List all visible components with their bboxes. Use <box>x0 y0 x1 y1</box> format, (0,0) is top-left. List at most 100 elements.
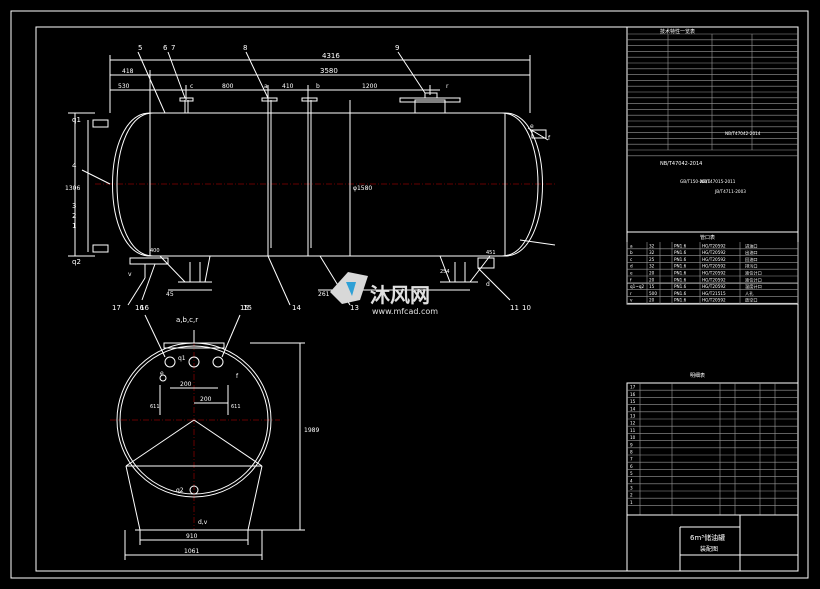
part-number: 13 <box>630 414 636 419</box>
label-a: a <box>264 83 268 90</box>
dim-611-b: 611 <box>231 404 241 410</box>
label-10: 10 <box>522 304 531 312</box>
nozzle-cell: 32 <box>649 264 655 269</box>
nozzle-cell: 温度计口 <box>745 283 762 290</box>
label-6: 6 <box>163 44 168 52</box>
tech-row-standard-4: JB/T4711-2003 <box>714 189 746 194</box>
part-number: 10 <box>630 435 636 440</box>
label-c: c <box>190 83 193 90</box>
part-number: 12 <box>630 421 636 426</box>
left-head <box>112 112 151 257</box>
tech-row-standard-3: NB/T47015-2011 <box>700 179 736 184</box>
nozzle-cell: r <box>630 291 632 296</box>
end-view: a,b,c,r q1 e f q2 d,v 200 200 611 611 91… <box>110 304 319 560</box>
nozzle-cell: f <box>630 277 632 282</box>
nozzle-cell: 32 <box>649 243 655 248</box>
drawing-subtitle: 装配图 <box>700 545 718 553</box>
label-2: 2 <box>72 212 76 220</box>
label-end-dv: d,v <box>198 519 208 526</box>
label-end-e: e <box>160 370 164 377</box>
nozzle-cell: 放空口 <box>745 297 758 304</box>
label-end-15: 15 <box>240 304 249 312</box>
tech-row-standard-1: NB/T47042-2014 <box>660 161 702 167</box>
label-15: 15 <box>243 304 252 312</box>
nozzle-cell: 人孔 <box>745 290 754 297</box>
nozzle-cell: PN1.6 <box>674 264 687 269</box>
watermark-brand: 沐风网 <box>370 283 430 307</box>
label-end-f: f <box>236 373 239 380</box>
dim-diameter: φ1580 <box>353 185 372 192</box>
dim-1306: 1306 <box>65 185 80 192</box>
label-9: 9 <box>395 44 399 52</box>
manhole <box>414 99 446 114</box>
dim-261: 261 <box>318 291 330 298</box>
dim-overall-length: 4316 <box>322 52 340 60</box>
nozzle-cell: d <box>630 264 633 269</box>
nozzle-cell: c <box>630 257 633 262</box>
dim-400: 400 <box>150 248 160 254</box>
label-end-q2: q2 <box>176 487 184 494</box>
nozzle-cell: PN1.6 <box>674 277 687 282</box>
nozzle-cell: 15 <box>649 284 655 289</box>
nozzle-table-title: 管口表 <box>700 234 715 241</box>
part-number: 16 <box>630 392 636 397</box>
nozzle-cell: HG/T21515 <box>702 291 726 296</box>
label-7: 7 <box>171 44 175 52</box>
tech-row-standard-2: GB/T150-2011 <box>680 179 711 184</box>
nozzle-cell: 25 <box>649 257 655 262</box>
label-d: d <box>486 281 490 288</box>
nozzle-cell: 500 <box>649 291 657 296</box>
right-head <box>504 112 543 257</box>
nozzle-cell: HG/T20592 <box>702 298 726 303</box>
outer-frame <box>10 10 809 579</box>
nozzle-cell: e <box>630 271 633 276</box>
dim-200-a: 200 <box>180 381 192 388</box>
part-number: 17 <box>630 385 636 390</box>
part-number: 7 <box>630 457 633 462</box>
tech-row-standard-5: NB/T47042-2014 <box>725 131 761 136</box>
nozzle-cell: 排污口 <box>745 263 758 270</box>
dim-1200: 1200 <box>362 83 377 90</box>
nozzle-cell: HG/T20592 <box>702 271 726 276</box>
label-14: 14 <box>292 304 301 312</box>
dim-451: 451 <box>486 250 496 256</box>
nozzle-cell: 液位计口 <box>745 276 762 283</box>
nozzle-cell: 液位计口 <box>745 270 762 277</box>
watermark-url: www.mfcad.com <box>372 307 438 316</box>
label-v: v <box>128 271 132 278</box>
label-16: 16 <box>135 304 144 312</box>
label-11: 11 <box>510 304 519 312</box>
dim-611-a: 611 <box>150 404 160 410</box>
drawing-title: 6m³储油罐 <box>690 533 725 542</box>
nozzle-cell: HG/T20592 <box>702 257 726 262</box>
label-3: 3 <box>72 202 76 210</box>
label-1: 1 <box>72 222 76 230</box>
dim-418: 418 <box>122 68 134 75</box>
nozzle-cell: 20 <box>649 271 655 276</box>
nozzle-cell: 回油口 <box>745 256 758 263</box>
dim-200-b: 200 <box>200 396 212 403</box>
nozzle-cell: PN1.6 <box>674 298 687 303</box>
nozzle-cell: 32 <box>649 250 655 255</box>
nozzle-cell: PN1.6 <box>674 243 687 248</box>
part-number: 11 <box>630 428 636 433</box>
label-b: b <box>316 83 320 90</box>
part-number: 9 <box>630 442 633 447</box>
nozzle-cell: PN1.6 <box>674 284 687 289</box>
label-4: 4 <box>72 162 77 170</box>
nozzle-cell: PN1.6 <box>674 271 687 276</box>
dim-910: 910 <box>186 533 198 540</box>
technical-table: 技术特性一览表 NB/T47042-2014 GB/T150-2011 NB/T… <box>626 26 799 284</box>
part-number: 3 <box>630 486 633 491</box>
label-13: 13 <box>350 304 359 312</box>
part-number: 4 <box>630 478 633 483</box>
label-abcr: a,b,c,r <box>176 316 198 324</box>
part-number: 2 <box>630 493 633 498</box>
nozzle-cell: b <box>630 250 633 255</box>
nozzle-cell: PN1.6 <box>674 250 687 255</box>
nozzle-cell: HG/T20592 <box>702 243 726 248</box>
